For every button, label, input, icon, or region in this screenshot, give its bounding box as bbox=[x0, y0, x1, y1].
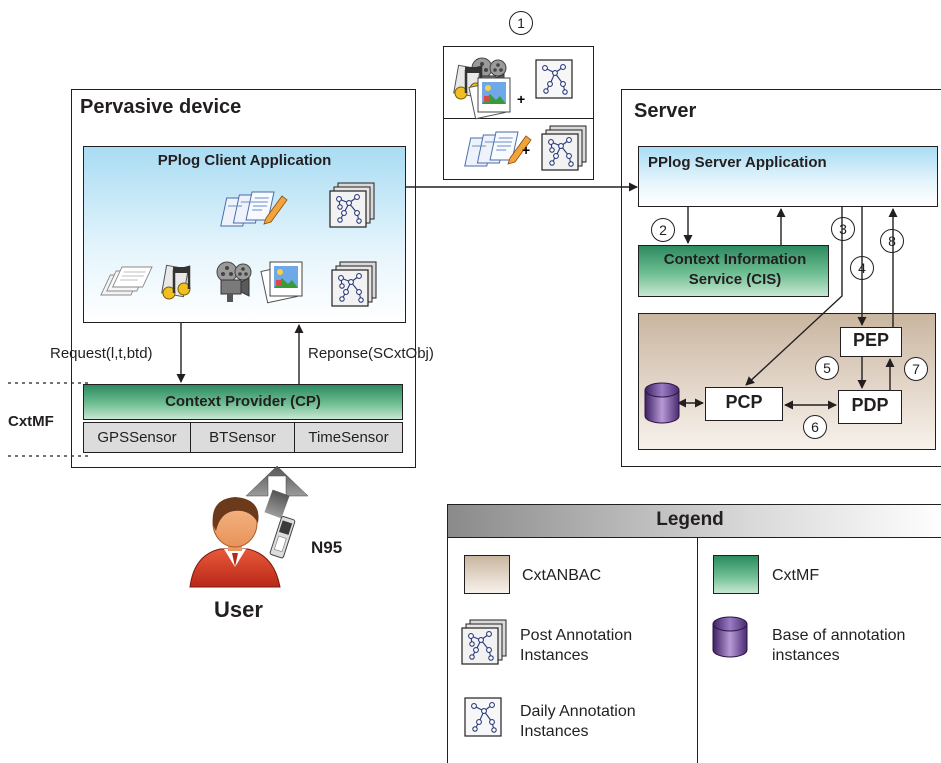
annotation-graph-icon bbox=[535, 59, 573, 99]
annotation-graph-icon bbox=[541, 125, 587, 171]
sensor-gps: GPSSensor bbox=[84, 423, 191, 452]
context-provider-box bbox=[83, 384, 403, 420]
cis-title: Context Information Service (CIS) bbox=[663, 251, 807, 288]
pep-label: PEP bbox=[852, 330, 890, 350]
annotation-graph-icon bbox=[464, 697, 502, 737]
step-7: 7 bbox=[904, 357, 928, 381]
papers-icon bbox=[100, 266, 153, 296]
pcp-box bbox=[705, 387, 783, 421]
documents-icon bbox=[220, 191, 288, 227]
server-app-box bbox=[638, 146, 938, 207]
legend-anbac-text: CxtANBAC bbox=[522, 567, 602, 584]
pep-box bbox=[840, 327, 902, 357]
video-file-icon bbox=[216, 261, 252, 303]
user-label: User bbox=[214, 597, 263, 622]
step-3: 3 bbox=[831, 217, 855, 241]
pdp-box bbox=[838, 390, 902, 424]
legend-base-text: Base of annotation instances bbox=[772, 627, 906, 664]
cxtmf-side-label: CxtMF bbox=[8, 413, 54, 430]
step-8: 8 bbox=[880, 229, 904, 253]
legend-swatch-anbac bbox=[464, 555, 510, 594]
request-label: Request(l,t,btd) bbox=[50, 345, 153, 362]
audio-file-icon bbox=[160, 264, 192, 301]
database-icon bbox=[712, 616, 748, 658]
legend-daily-text: Daily Annotation Instances bbox=[520, 703, 636, 740]
legend-vline-mid bbox=[697, 538, 698, 763]
database-icon bbox=[644, 382, 680, 424]
phone-icon bbox=[269, 516, 296, 559]
server-app-title: PPlog Server Application bbox=[648, 154, 827, 171]
phone-signal-arrow-shaft bbox=[264, 489, 290, 519]
plus-sign: + bbox=[517, 91, 525, 107]
legend-title: Legend bbox=[656, 509, 724, 530]
pdp-label: PDP bbox=[851, 395, 889, 415]
step-1: 1 bbox=[509, 11, 533, 35]
step3-arrow bbox=[745, 207, 843, 386]
photo-icon bbox=[260, 261, 303, 304]
annotation-graph-icon bbox=[331, 261, 377, 307]
phone-signal-arrow bbox=[245, 465, 309, 497]
legend-swatch-cxtmf bbox=[713, 555, 759, 594]
sensor-time: TimeSensor bbox=[295, 423, 402, 452]
sensor-bt: BTSensor bbox=[191, 423, 295, 452]
legend-vline-left bbox=[447, 538, 448, 763]
pcp-label: PCP bbox=[725, 392, 763, 412]
step-6: 6 bbox=[803, 415, 827, 439]
annotation-graph-icon bbox=[461, 619, 507, 665]
user-icon bbox=[189, 497, 281, 588]
legend-post-text: Post Annotation Instances bbox=[520, 627, 633, 664]
pervasive-device-title: Pervasive device bbox=[80, 96, 242, 118]
plus-sign: + bbox=[522, 142, 530, 158]
legend-header bbox=[447, 504, 941, 538]
annotation-graph-icon bbox=[329, 182, 375, 228]
client-app-title: PPlog Client Application bbox=[157, 152, 332, 169]
context-provider-title: Context Provider (CP) bbox=[165, 393, 321, 410]
legend-cxtmf-text: CxtMF bbox=[772, 567, 820, 584]
server-title: Server bbox=[634, 100, 697, 122]
device-label: N95 bbox=[311, 538, 343, 557]
cis-box bbox=[638, 245, 829, 297]
sensor-row: GPSSensor BTSensor TimeSensor bbox=[83, 422, 403, 453]
message-divider bbox=[443, 118, 594, 119]
response-label: Reponse(SCxtObj) bbox=[308, 345, 434, 362]
step-2: 2 bbox=[651, 218, 675, 242]
step-5: 5 bbox=[815, 356, 839, 380]
